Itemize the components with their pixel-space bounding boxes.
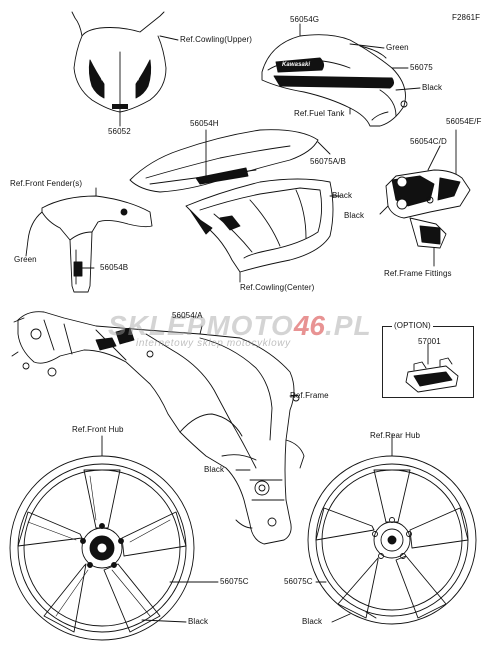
kawasaki-logo-text: Kawasaki <box>282 62 311 68</box>
watermark-brand-part1: SKLEPMOTO <box>108 310 294 341</box>
option-header: (OPTION) <box>392 321 433 330</box>
label-black-frame: Black <box>204 465 225 474</box>
tank-side-part <box>129 129 331 193</box>
label-rear-hub: Ref.Rear Hub <box>370 431 421 440</box>
upper-cowling-part <box>71 11 179 127</box>
label-frame: Ref.Frame <box>290 391 329 400</box>
figure-code: F2861F <box>452 13 481 22</box>
label-56054h: 56054H <box>190 119 219 128</box>
label-56075-tank: 56075 <box>410 63 433 72</box>
label-front-fender: Ref.Front Fender(s) <box>10 179 83 188</box>
label-frame-fittings: Ref.Frame Fittings <box>384 269 452 278</box>
option-part <box>405 343 459 393</box>
label-56075c-rear: 56075C <box>284 577 313 586</box>
watermark-brand-part2: 46 <box>293 310 325 341</box>
label-fuel-tank: Ref.Fuel Tank <box>294 109 345 118</box>
label-green-tank: Green <box>386 43 409 52</box>
watermark-brand-part3: .PL <box>325 310 372 341</box>
label-56054a: 56054/A <box>172 311 203 320</box>
frame-part <box>11 311 305 545</box>
front-fender-part <box>25 187 153 293</box>
label-front-hub: Ref.Front Hub <box>72 425 124 434</box>
label-black-frame-fittings: Black <box>344 211 365 220</box>
label-green-fender: Green <box>14 255 37 264</box>
frame-fittings-part <box>379 129 471 267</box>
center-cowling-part <box>185 178 341 283</box>
watermark-tagline: internetowy sklep motocyklowy <box>136 338 291 349</box>
rear-wheel-part <box>307 433 477 625</box>
label-black-front-wheel: Black <box>188 617 209 626</box>
label-56054cd: 56054C/D <box>410 137 447 146</box>
label-56054b: 56054B <box>100 263 129 272</box>
label-57001: 57001 <box>418 337 441 346</box>
label-cowling-upper: Ref.Cowling(Upper) <box>180 35 253 44</box>
label-56054g: 56054G <box>290 15 320 24</box>
label-56075ab: 56075A/B <box>310 157 346 166</box>
label-black-tank: Black <box>422 83 443 92</box>
front-wheel-part <box>9 435 219 641</box>
fuel-tank-part <box>261 23 421 127</box>
label-black-cowl: Black <box>332 191 353 200</box>
label-56052: 56052 <box>108 127 131 136</box>
label-56054ef: 56054E/F <box>446 117 482 126</box>
label-56075c-front: 56075C <box>220 577 249 586</box>
watermark-logo: SKLEPMOTO46.PL <box>108 312 372 340</box>
label-black-rear-wheel: Black <box>302 617 323 626</box>
label-cowling-center: Ref.Cowling(Center) <box>240 283 315 292</box>
